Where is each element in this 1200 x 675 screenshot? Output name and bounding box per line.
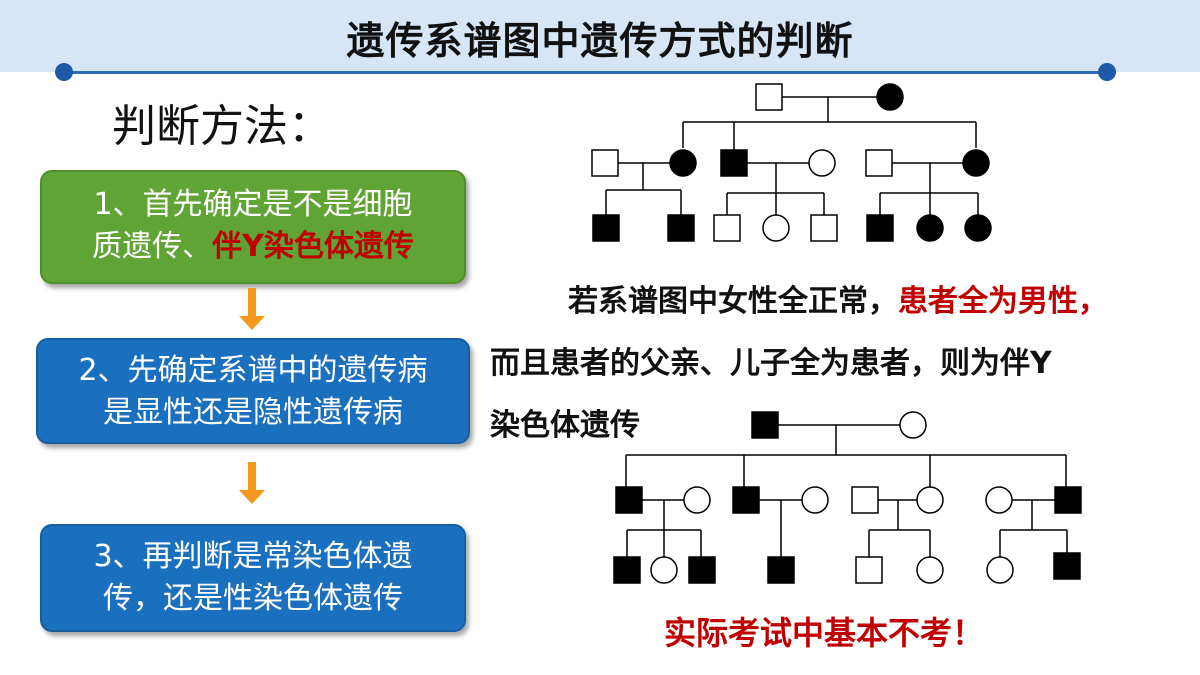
step-2-line2: 是显性还是隐性遗传病 [103, 395, 403, 430]
rule-line-2: 而且患者的父亲、儿子全为患者，则为伴Y [490, 346, 1052, 381]
pedigree-male-affected [688, 556, 716, 584]
pedigree-male-affected [751, 411, 779, 439]
pedigree-female-normal [916, 486, 944, 514]
page-title: 遗传系谱图中遗传方式的判断 [346, 19, 854, 63]
pedigree-male-affected [767, 556, 795, 584]
pedigree-male-affected [866, 214, 894, 242]
step-3-line2: 传，还是性染色体遗传 [103, 581, 403, 616]
pedigree-male-normal [865, 149, 893, 177]
pedigree-top [591, 83, 992, 242]
step-2-box: 2、先确定系谱中的遗传病 是显性还是隐性遗传病 [36, 338, 470, 444]
pedigree-male-affected [592, 214, 620, 242]
pedigree-female-normal [683, 486, 711, 514]
pedigree-female-affected [962, 149, 990, 177]
title-divider [62, 71, 1108, 74]
pedigree-male-normal [591, 149, 619, 177]
title-bar [0, 0, 1200, 72]
rule-line-1: 若系谱图中女性全正常，患者全为男性， [568, 284, 1108, 319]
pedigree-female-normal [916, 556, 944, 584]
pedigree-female-normal [808, 149, 836, 177]
pedigree-male-normal [713, 214, 741, 242]
step-1-box: 1、首先确定是不是细胞 质遗传、伴Y染色体遗传 [40, 170, 466, 284]
step-1-highlight: 伴Y染色体遗传 [212, 229, 414, 264]
rule-line-3: 染色体遗传 [490, 408, 640, 443]
pedigree-female-normal [986, 556, 1014, 584]
pedigree-female-normal [899, 411, 927, 439]
pedigree-female-normal [801, 486, 829, 514]
pedigree-male-affected [667, 214, 695, 242]
pedigree-male-normal [851, 486, 879, 514]
pedigree-male-normal [855, 556, 883, 584]
step-3-line1: 3、再判断是常染色体遗 [93, 539, 413, 574]
pedigree-female-normal [762, 214, 790, 242]
step-2-line1: 2、先确定系谱中的遗传病 [78, 353, 428, 388]
pedigree-female-affected [876, 83, 904, 111]
exam-note: 实际考试中基本不考！ [664, 614, 985, 652]
pedigree-bottom [613, 411, 1082, 584]
pedigree-male-normal [755, 83, 783, 111]
pedigree-female-normal [985, 486, 1013, 514]
step-3-box: 3、再判断是常染色体遗 传，还是性染色体遗传 [40, 524, 466, 632]
pedigree-male-affected [613, 556, 641, 584]
pedigree-female-affected [916, 214, 944, 242]
pedigree-female-affected [964, 214, 992, 242]
pedigree-male-affected [1053, 552, 1081, 580]
divider-right-dot [1098, 63, 1116, 81]
pedigree-male-affected [732, 486, 760, 514]
pedigree-male-affected [615, 486, 643, 514]
divider-left-dot [55, 63, 73, 81]
method-label: 判断方法： [112, 101, 332, 152]
pedigree-male-affected [720, 149, 748, 177]
step-1-line2: 质遗传、伴Y染色体遗传 [92, 229, 414, 264]
pedigree-female-affected [669, 149, 697, 177]
step-1-line1: 1、首先确定是不是细胞 [93, 187, 413, 222]
pedigree-female-normal [650, 556, 678, 584]
pedigree-male-affected [1054, 486, 1082, 514]
pedigree-male-normal [810, 214, 838, 242]
rule-highlight: 患者全为男性， [898, 284, 1108, 319]
